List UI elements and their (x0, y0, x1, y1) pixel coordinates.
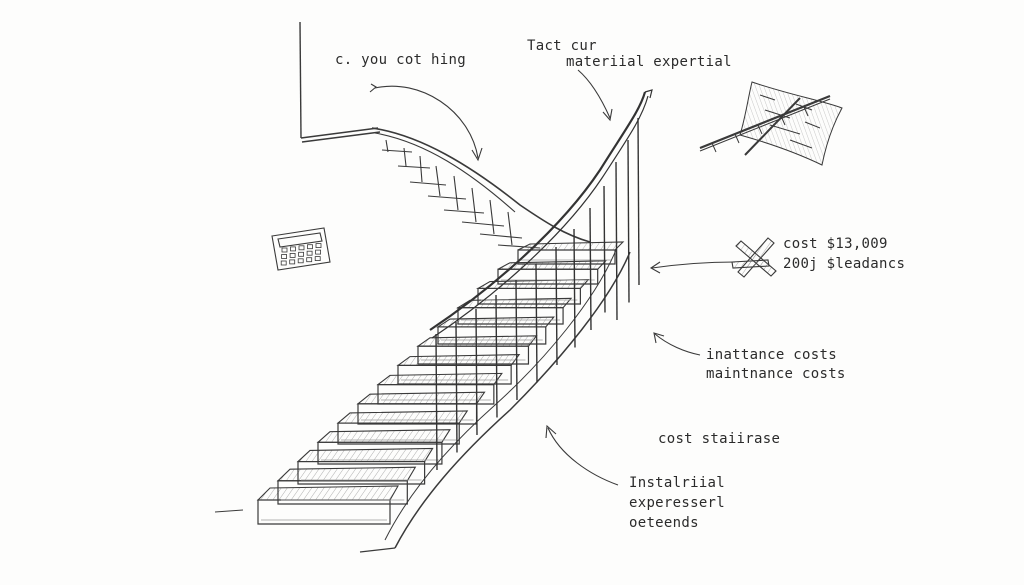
calculator-key (306, 257, 313, 263)
stair-tread (276, 466, 417, 505)
baluster (495, 294, 498, 418)
baluster (535, 263, 538, 383)
calculator-key (307, 244, 313, 250)
stair-tread (316, 429, 451, 465)
baluster (475, 308, 478, 436)
arrow-maintenance (654, 333, 701, 356)
calculator-key (297, 258, 304, 264)
stair-tread (497, 260, 607, 285)
handrail (429, 89, 653, 339)
calculator-key (281, 254, 288, 259)
baluster (455, 321, 458, 453)
note-cost-1: cost $13,009 (783, 236, 888, 252)
note-cost-staircase: cost staiirase (658, 431, 781, 447)
calculator-key (289, 252, 296, 258)
arrow-cost (651, 261, 736, 269)
stair-tread (256, 485, 399, 525)
calculator-key (289, 259, 296, 265)
stair-tread (456, 297, 573, 325)
calculator-key (306, 250, 313, 256)
calculator-key (290, 246, 296, 252)
baluster (637, 117, 640, 286)
floor-line (214, 509, 244, 513)
note-installation-2: experesserl (629, 495, 726, 511)
note-material-2: materiial expertial (566, 54, 732, 70)
stair-tread (376, 372, 503, 405)
baluster (589, 207, 592, 331)
baluster (627, 139, 630, 303)
calculator-key (298, 245, 305, 251)
baluster (435, 333, 438, 471)
note-maintenance-1: inattance costs (706, 347, 837, 363)
arrow-material (577, 69, 611, 119)
stair-tread (517, 241, 625, 265)
note-cost-2: 200j $leadancs (783, 256, 906, 272)
upper-flight (371, 127, 591, 249)
arrow-installation (547, 427, 619, 486)
note-installation-1: Instalriial (629, 475, 726, 491)
note-maintenance-2: maintnance costs (706, 366, 846, 382)
calculator-key (315, 249, 322, 255)
note-installation-3: oeteends (629, 515, 699, 531)
calculator-key (314, 256, 321, 262)
baluster (515, 279, 518, 401)
blueprint-tools-icon (699, 81, 843, 166)
calculator-key (281, 247, 288, 253)
note-material-1: Tact cur (527, 38, 597, 54)
calculator-icon (271, 227, 331, 271)
baluster (573, 228, 576, 348)
calculator-key (315, 243, 322, 249)
wall-corner (299, 21, 381, 143)
arrows (214, 69, 736, 513)
stair-tread (296, 447, 434, 485)
main-flight-treads (256, 241, 625, 525)
crossed-lumber-icon (731, 237, 777, 278)
calculator-key (280, 260, 287, 266)
note-top-left: c. you cot hing (335, 52, 466, 68)
baluster (555, 246, 558, 366)
baluster (615, 161, 618, 321)
balusters (435, 117, 640, 471)
baluster (603, 185, 606, 313)
arrow-top-left (374, 85, 479, 159)
calculator-key (298, 251, 305, 257)
